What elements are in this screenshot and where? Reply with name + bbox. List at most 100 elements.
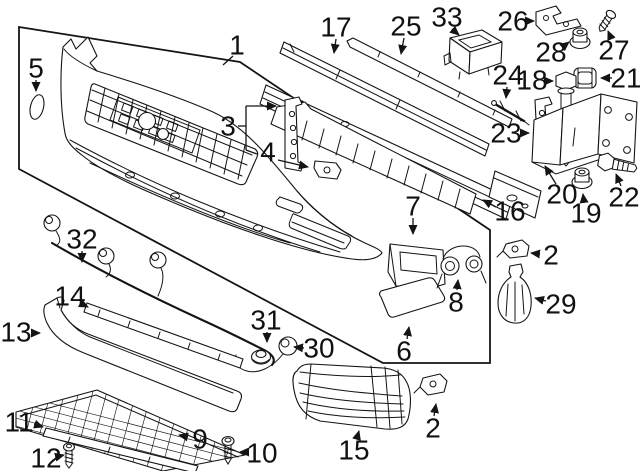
tow-hook-cover-part-5 xyxy=(29,94,45,120)
control-module-part-33 xyxy=(443,29,503,80)
callout-5: 5 xyxy=(28,53,44,92)
callout-15: 15 xyxy=(338,430,370,466)
lower-guard-part-9 xyxy=(15,389,246,471)
callout-9: 9 xyxy=(178,424,208,455)
callout-label-8[interactable]: 8 xyxy=(448,287,464,318)
callout-label-25[interactable]: 25 xyxy=(390,11,421,42)
deflector-strip-part-11 xyxy=(42,427,199,471)
callout-label-15[interactable]: 15 xyxy=(338,435,369,466)
callout-label-18[interactable]: 18 xyxy=(516,65,547,96)
sensor-harness-part-32 xyxy=(43,214,275,367)
callout-24: 24 xyxy=(492,60,524,99)
energy-absorber xyxy=(270,101,477,215)
fog-lamp-grille-part-15 xyxy=(292,363,411,430)
callout-leader-11 xyxy=(33,419,44,429)
callout-label-14[interactable]: 14 xyxy=(54,281,85,312)
callout-leader-2a xyxy=(530,249,541,259)
spring-part-8 xyxy=(436,245,487,289)
callout-1: 1 xyxy=(222,30,245,66)
callout-20: 20 xyxy=(544,165,578,210)
callout-label-9[interactable]: 9 xyxy=(192,424,208,455)
callout-27: 27 xyxy=(598,30,630,66)
callout-23: 23 xyxy=(490,118,530,149)
callout-17: 17 xyxy=(320,12,352,54)
grommet-part-21 xyxy=(573,67,597,89)
callout-label-2b[interactable]: 2 xyxy=(425,413,441,444)
assembly-frame-box xyxy=(18,25,491,364)
callout-label-4[interactable]: 4 xyxy=(260,137,276,168)
callout-10: 10 xyxy=(239,438,278,469)
callout-label-2a[interactable]: 2 xyxy=(543,240,559,271)
callout-label-28[interactable]: 28 xyxy=(535,37,566,68)
callout-leader-14 xyxy=(77,298,89,308)
callout-leader-20 xyxy=(544,165,557,185)
callout-2b: 2 xyxy=(425,403,441,444)
callout-label-6[interactable]: 6 xyxy=(396,336,412,367)
callout-leader-19 xyxy=(579,193,589,204)
callout-label-20[interactable]: 20 xyxy=(546,179,577,210)
callout-leader-9 xyxy=(178,432,189,442)
callout-30: 30 xyxy=(293,333,335,364)
seal-strip-part-25 xyxy=(346,37,513,128)
callout-label-5[interactable]: 5 xyxy=(28,53,44,84)
callout-label-33[interactable]: 33 xyxy=(431,2,462,33)
bracket-part-26 xyxy=(535,5,582,36)
clip-part-2-lower xyxy=(413,373,448,396)
callout-label-24[interactable]: 24 xyxy=(492,60,523,91)
callout-label-11[interactable]: 11 xyxy=(4,407,33,438)
front-bumper-cover-part-1 xyxy=(60,36,383,261)
callout-12: 12 xyxy=(30,443,65,471)
callout-label-7[interactable]: 7 xyxy=(405,191,421,222)
callout-29: 29 xyxy=(534,289,577,320)
callout-label-22[interactable]: 22 xyxy=(608,182,639,213)
callout-label-31[interactable]: 31 xyxy=(250,305,281,336)
callout-16: 16 xyxy=(482,196,526,227)
callout-leader-6 xyxy=(403,326,412,340)
callout-label-19[interactable]: 19 xyxy=(570,198,601,229)
callout-label-17[interactable]: 17 xyxy=(320,12,351,43)
upper-rail-part-17 xyxy=(279,41,490,157)
callout-32: 32 xyxy=(66,224,98,263)
callout-33: 33 xyxy=(431,2,463,36)
callout-14: 14 xyxy=(54,281,89,312)
callout-label-3[interactable]: 3 xyxy=(220,111,236,142)
callout-11: 11 xyxy=(4,407,44,438)
callout-leader-17 xyxy=(330,38,340,54)
callout-label-12[interactable]: 12 xyxy=(30,443,61,471)
callout-leader-4 xyxy=(277,159,309,170)
clip-part-2-upper xyxy=(496,239,530,259)
clip-part-4 xyxy=(313,160,342,180)
bracket-part-3 xyxy=(284,96,304,172)
nut-part-28 xyxy=(569,27,591,50)
callout-label-16[interactable]: 16 xyxy=(494,196,525,227)
callout-2a: 2 xyxy=(530,240,559,271)
callout-13: 13 xyxy=(0,317,41,348)
callout-leader-1 xyxy=(222,55,234,66)
callout-leader-30 xyxy=(293,343,305,353)
callout-leader-12 xyxy=(54,452,65,462)
callout-label-26[interactable]: 26 xyxy=(497,6,528,37)
callout-label-32[interactable]: 32 xyxy=(66,224,97,255)
callout-label-1[interactable]: 1 xyxy=(229,30,245,61)
callout-leader-29 xyxy=(534,296,547,305)
callout-label-13[interactable]: 13 xyxy=(0,317,31,348)
callout-label-30[interactable]: 30 xyxy=(303,333,334,364)
callout-31: 31 xyxy=(250,305,282,343)
callout-label-10[interactable]: 10 xyxy=(246,438,277,469)
callout-leader-3 xyxy=(245,149,258,155)
callout-leader-28 xyxy=(559,41,570,52)
callout-leader-2b xyxy=(430,403,439,417)
cover-plate-part-6 xyxy=(378,277,446,318)
callout-label-29[interactable]: 29 xyxy=(545,289,576,320)
rivet-pin-part-24 xyxy=(491,100,530,126)
callout-22: 22 xyxy=(608,173,640,213)
callout-18: 18 xyxy=(516,65,554,96)
callout-leader-25 xyxy=(398,37,408,55)
callout-leader-8 xyxy=(452,279,462,291)
grommet-part-31 xyxy=(250,349,272,365)
callout-label-21[interactable]: 21 xyxy=(610,63,640,94)
callout-label-23[interactable]: 23 xyxy=(490,118,521,149)
boot-part-29 xyxy=(497,263,532,324)
callout-3: 3 xyxy=(220,101,277,155)
callout-label-27[interactable]: 27 xyxy=(598,35,629,66)
